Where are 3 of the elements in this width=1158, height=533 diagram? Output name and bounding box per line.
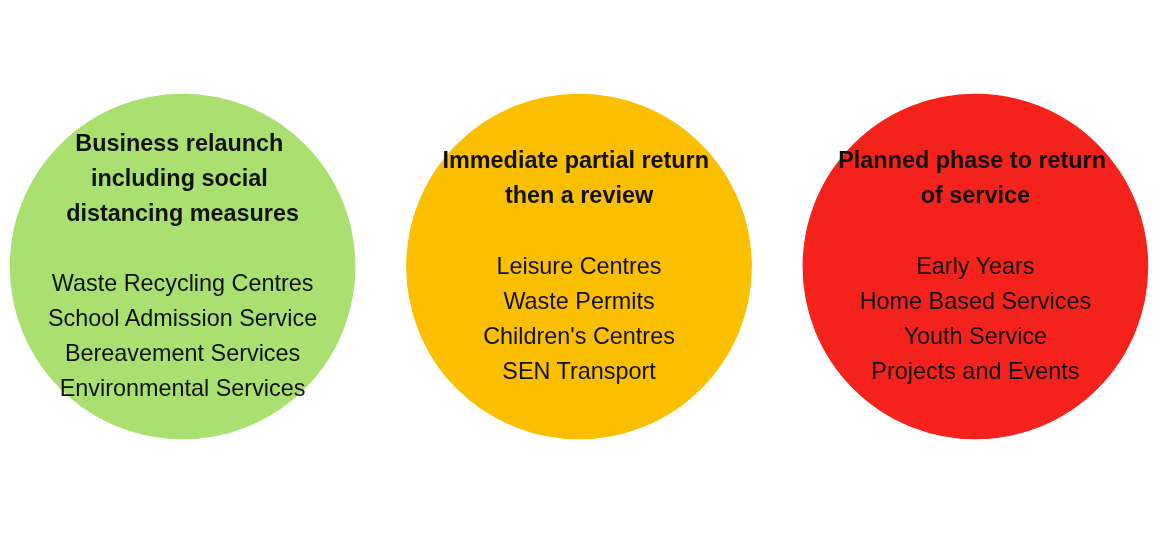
node-circle: Business relaunch including social distancing measures Waste Recycling Centres School Admission Service Bereavement Services Environmental Services <box>9 93 356 440</box>
node-circle: Immediate partial return then a review Leisure Centres Waste Permits Children's Centres SEN Transport <box>406 93 752 440</box>
node-circle: Planned phase to return of service Early Years Home Based Services Youth Service Projects and Events <box>802 93 1149 440</box>
